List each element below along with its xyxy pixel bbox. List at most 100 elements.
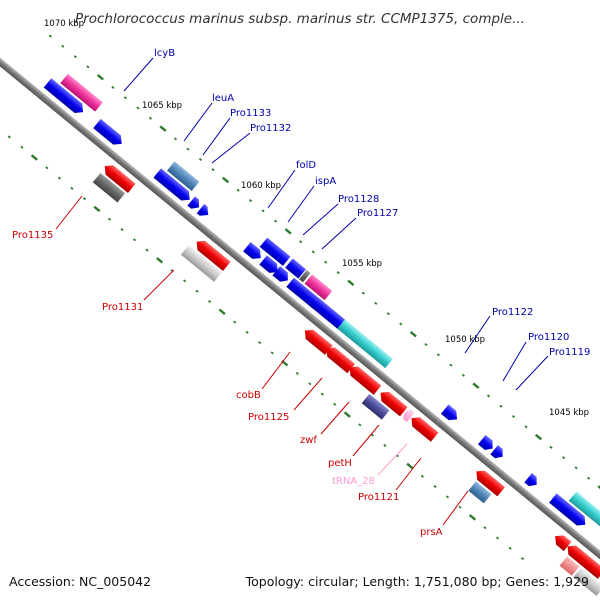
minor-tick [136, 106, 140, 110]
minor-tick [445, 495, 450, 499]
label-Pro1122[interactable]: Pro1122 [492, 307, 533, 318]
minor-tick [374, 301, 378, 305]
minor-tick [508, 546, 512, 550]
label-leuA[interactable]: leuA [212, 93, 234, 104]
kbp-label-1055: 1055 kbp [342, 259, 382, 269]
minor-tick [483, 526, 487, 530]
gene-Pro1125[interactable] [320, 319, 373, 374]
minor-tick [245, 330, 249, 334]
minor-tick [336, 271, 340, 275]
minor-tick [73, 55, 77, 59]
gene-Pro1127[interactable] [304, 274, 333, 301]
minor-tick [486, 394, 491, 398]
minor-tick [461, 373, 465, 377]
minor-tick [308, 382, 312, 386]
major-tick [222, 176, 230, 184]
label-Pro1133[interactable]: Pro1133 [230, 108, 271, 119]
topology-summary: Topology: circular; Length: 1,751,080 bp… [245, 574, 589, 589]
label-lcyB[interactable]: lcyB [154, 48, 175, 59]
minor-tick [320, 392, 324, 396]
kbp-label-1050: 1050 kbp [445, 335, 485, 345]
minor-tick [458, 505, 462, 509]
gene-1045-cluster[interactable] [549, 483, 600, 539]
label-Pro1125[interactable]: Pro1125 [248, 412, 289, 423]
major-tick [409, 330, 417, 338]
gene-Pro1122[interactable] [440, 404, 461, 424]
gene-labels-forward: lcyB leuA Pro1133 Pro1132 folD ispA Pro1… [154, 48, 590, 358]
gene-folD[interactable] [243, 231, 291, 276]
gene-prsA[interactable] [464, 467, 505, 507]
label-zwf[interactable]: zwf [300, 435, 317, 446]
label-Pro1135[interactable]: Pro1135 [12, 230, 53, 241]
major-tick [159, 125, 167, 132]
label-Pro1131[interactable]: Pro1131 [102, 302, 143, 313]
minor-tick [258, 341, 262, 345]
gene-petH[interactable] [361, 383, 408, 427]
minor-tick [274, 219, 278, 223]
kbp-label-1065: 1065 kbp [142, 101, 182, 111]
gene-Pro1120[interactable] [477, 435, 506, 461]
minor-tick [107, 217, 112, 221]
gene-ispA[interactable] [259, 245, 306, 290]
minor-tick [145, 248, 149, 252]
major-tick [218, 308, 226, 316]
minor-tick [386, 312, 390, 316]
minor-tick [20, 145, 24, 149]
accession-text: Accession: NC_005042 [9, 574, 151, 589]
minor-tick [361, 291, 365, 295]
minor-tick [120, 227, 124, 232]
gene-Pro1131[interactable] [180, 234, 231, 282]
label-Pro1120[interactable]: Pro1120 [528, 332, 569, 343]
minor-tick [45, 166, 49, 170]
label-Pro1132[interactable]: Pro1132 [250, 123, 291, 134]
gene-1043-cluster[interactable] [543, 532, 600, 597]
major-tick [96, 73, 104, 81]
minor-tick [86, 65, 90, 69]
label-prsA[interactable]: prsA [420, 527, 443, 538]
gene-Pro1121[interactable] [408, 413, 439, 442]
kbp-labels: 1070 kbp 1065 kbp 1060 kbp 1055 kbp 1050… [44, 19, 589, 418]
label-Pro1128[interactable]: Pro1128 [338, 194, 379, 205]
gene-Pro1133[interactable] [187, 196, 202, 212]
minor-tick [132, 238, 137, 242]
gene-Pro1119[interactable] [524, 473, 540, 489]
major-tick [468, 514, 477, 521]
label-folD[interactable]: folD [296, 160, 316, 171]
minor-tick [299, 240, 303, 244]
minor-tick [7, 135, 11, 139]
label-petH[interactable]: petH [328, 458, 352, 469]
major-tick [343, 411, 351, 418]
label-Pro1119[interactable]: Pro1119 [549, 347, 590, 358]
kbp-label-1070: 1070 kbp [44, 19, 84, 29]
minor-tick [270, 351, 274, 355]
major-tick [284, 228, 292, 235]
label-tRNA_28[interactable]: tRNA_28 [332, 476, 375, 487]
gene-lcyB[interactable] [43, 67, 135, 148]
minor-tick [383, 443, 387, 447]
gene-tRNA_28[interactable] [401, 408, 415, 423]
label-Pro1127[interactable]: Pro1127 [357, 208, 398, 219]
gene-leuA[interactable] [153, 158, 202, 205]
minor-tick [333, 402, 337, 406]
gene-cobB[interactable] [293, 297, 350, 355]
minor-tick [70, 186, 74, 190]
gene-Pro1128[interactable] [286, 267, 335, 314]
minor-tick [261, 209, 265, 213]
label-Pro1121[interactable]: Pro1121 [358, 492, 399, 503]
label-ispA[interactable]: ispA [315, 176, 336, 187]
backbone [0, 21, 600, 598]
minor-tick [433, 485, 437, 489]
label-cobB[interactable]: cobB [236, 390, 261, 401]
minor-tick [233, 320, 237, 324]
leader-lines [55, 57, 549, 526]
map-title: Prochlorococcus marinus subsp. marinus s… [75, 11, 525, 27]
gene-zwf[interactable] [343, 338, 399, 395]
minor-tick [587, 476, 591, 480]
minor-tick [211, 168, 215, 172]
minor-tick [61, 44, 65, 48]
minor-tick [208, 299, 212, 304]
gene-Pro1132[interactable] [196, 203, 212, 220]
minor-tick [562, 456, 566, 460]
gene-Pro1135[interactable] [92, 161, 136, 203]
